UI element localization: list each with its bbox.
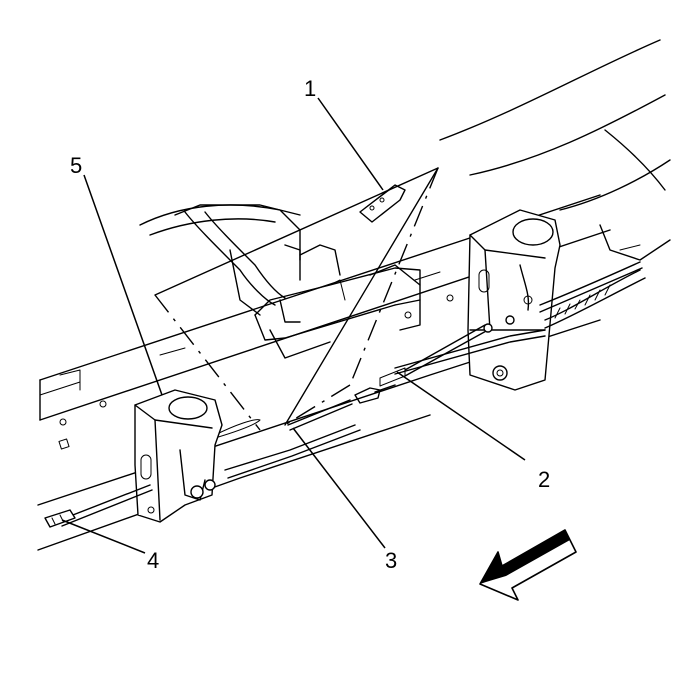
front-arrow-icon (479, 529, 577, 601)
callout-labels: 1 2 3 4 5 (70, 76, 550, 573)
callout-5: 5 (70, 153, 82, 178)
brake-cable-housings (44, 261, 646, 528)
callout-2: 2 (538, 467, 550, 492)
front-spring-hanger-bracket (134, 389, 223, 523)
body-floor-panel (439, 39, 671, 261)
crossmember (139, 204, 421, 359)
leader-lines (61, 97, 526, 554)
cable-retainer-part-1 (359, 184, 406, 223)
callout-4: 4 (147, 548, 159, 573)
rear-spring-hanger-bracket (467, 209, 561, 391)
callout-3: 3 (385, 548, 397, 573)
callout-1: 1 (304, 76, 316, 101)
detail-view-frame (154, 167, 439, 431)
